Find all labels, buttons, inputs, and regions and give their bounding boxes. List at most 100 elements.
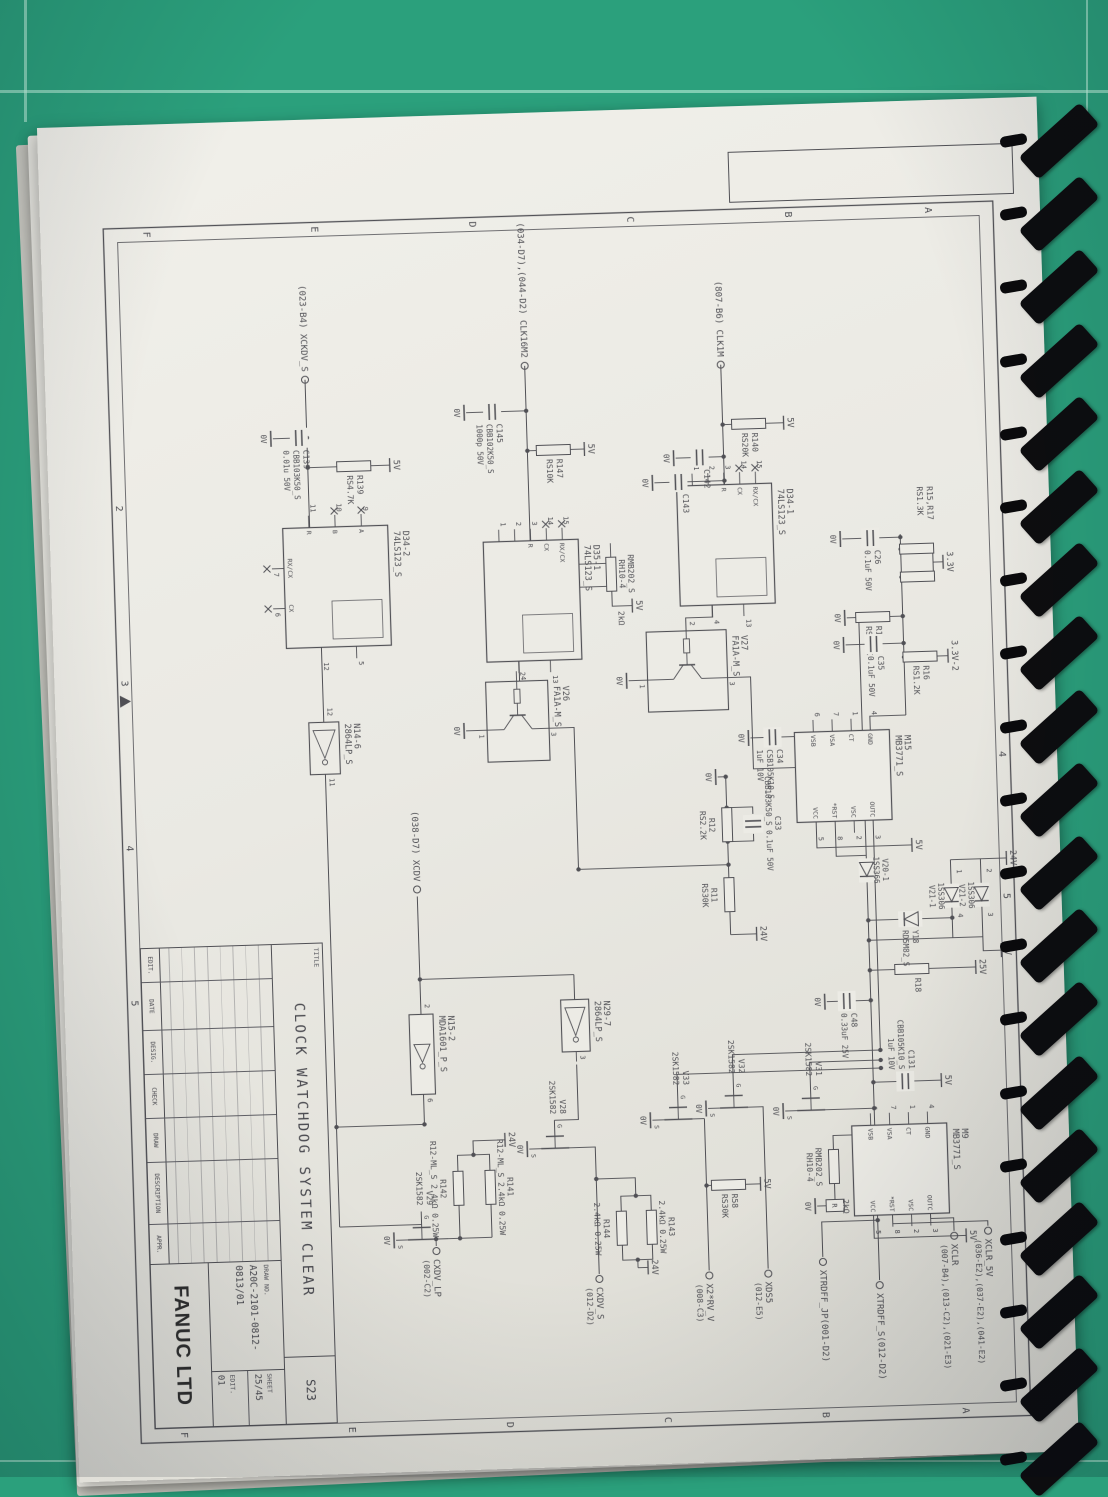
svg-text:2SK1582: 2SK1582 [547, 1080, 557, 1114]
svg-text:1SS366: 1SS366 [871, 856, 881, 884]
svg-text:VSA: VSA [885, 1128, 893, 1140]
svg-text:4: 4 [927, 1104, 935, 1108]
svg-text:3: 3 [986, 912, 994, 916]
svg-text:VCC: VCC [869, 1200, 877, 1212]
schem-pwr-5V: 5V [380, 458, 401, 473]
svg-text:C: C [624, 216, 635, 222]
schem-w [596, 1178, 636, 1197]
schem-pwr-3.3V-2: 3.3V-2 [938, 640, 960, 671]
svg-text:8: 8 [893, 1229, 901, 1233]
svg-text:C131: C131 [906, 1050, 916, 1070]
svg-text:3: 3 [578, 1055, 586, 1059]
svg-text:74LS123_S: 74LS123_S [775, 489, 786, 535]
svg-text:1: 1 [498, 522, 506, 526]
schem-term-XDS5: XDS5(012-E5) [753, 1270, 774, 1321]
svg-text:(012-D2): (012-D2) [585, 1287, 595, 1326]
svg-text:(012-E5): (012-E5) [754, 1282, 764, 1321]
svg-text:2kΩ: 2kΩ [616, 611, 625, 626]
schem-d [334, 1125, 339, 1130]
svg-text:*RST: *RST [887, 1196, 895, 1212]
svg-text:2: 2 [855, 835, 863, 839]
schem-gnd: 0V [833, 610, 845, 626]
svg-text:24V: 24V [1007, 850, 1017, 866]
svg-text:RS1.3K: RS1.3K [915, 486, 925, 515]
schem-pwr-5V: 5V [902, 838, 923, 853]
schem-gnd: 0V [661, 450, 673, 466]
svg-text:4: 4 [712, 620, 720, 624]
svg-text:GND: GND [923, 1126, 931, 1138]
svg-text:5V: 5V [913, 839, 923, 850]
schem-gnd: 0V [771, 1103, 783, 1119]
draw-no-label: DRAW NO. [262, 1264, 271, 1296]
svg-text:0V: 0V [662, 454, 671, 464]
svg-text:(038-D7) XCDV: (038-D7) XCDV [409, 811, 421, 882]
svg-text:(034-D7),(044-D2) CLK16M2: (034-D7),(044-D2) CLK16M2 [514, 222, 528, 358]
svg-text:3: 3 [728, 681, 736, 685]
svg-text:MB3771_S: MB3771_S [892, 735, 903, 776]
svg-text:R141: R141 [505, 1177, 515, 1197]
svg-text:3: 3 [931, 1228, 939, 1232]
svg-text:R58: R58 [730, 1194, 739, 1209]
schem-w [677, 1068, 881, 1091]
svg-text:2: 2 [518, 672, 526, 676]
schem-term-CXDV_LP: CXDV_LP(002-C2) [421, 1247, 442, 1298]
rev-column-appr: APPR. [149, 1221, 280, 1264]
svg-text:G: G [679, 1095, 687, 1099]
schem-w [833, 1135, 852, 1150]
svg-text:2: 2 [423, 1004, 431, 1008]
rev-column-header: DESIG. [143, 1031, 163, 1075]
schem-pwr-5V: 5V [773, 415, 794, 430]
svg-text:24V: 24V [649, 1259, 659, 1275]
schem-w [654, 481, 724, 483]
svg-text:7: 7 [832, 712, 840, 716]
svg-text:OUTC: OUTC [868, 801, 876, 817]
sheet-value: 25/45 [252, 1374, 264, 1422]
svg-text:15: 15 [562, 516, 570, 525]
rev-column-edit: EDIT. [141, 945, 272, 983]
schem-pwr-24V: 24V [638, 1259, 659, 1275]
schem-w [950, 860, 951, 884]
svg-text:0V: 0V [803, 1202, 812, 1212]
schem-d [524, 409, 529, 414]
drawing-number-row: DRAW NO. A20C-2101-0812- 0813/01 SHEET 2… [208, 1261, 286, 1426]
svg-text:RMB202_S: RMB202_S [813, 1148, 823, 1187]
svg-text:0V: 0V [640, 478, 649, 488]
svg-text:A: A [922, 207, 933, 213]
svg-text:S: S [529, 1154, 537, 1158]
svg-text:R139: R139 [355, 475, 365, 495]
svg-text:CBB105K10_S: CBB105K10_S [895, 1020, 906, 1070]
schem-term-XTRDFF_S(012-D2): XTRDFF_S(012-D2) [874, 1282, 887, 1380]
schem-d [898, 535, 903, 540]
svg-text:B: B [820, 1412, 831, 1418]
svg-text:12: 12 [325, 708, 333, 717]
svg-text:5V: 5V [585, 444, 595, 455]
svg-text:(002-C2): (002-C2) [422, 1259, 432, 1298]
svg-text:2: 2 [985, 868, 993, 872]
svg-text:11: 11 [308, 504, 316, 513]
svg-text:3: 3 [874, 835, 882, 839]
svg-text:XCLR: XCLR [948, 1244, 959, 1267]
schem-w [980, 859, 981, 883]
schem-w [559, 723, 728, 870]
schem-w [953, 937, 983, 938]
schem-w [874, 1213, 957, 1239]
svg-text:1SS306: 1SS306 [966, 881, 976, 909]
schem-pwr-5V: 5V [931, 1073, 952, 1088]
svg-text:0.1uF 50V: 0.1uF 50V [866, 656, 876, 697]
svg-text:R140: R140 [750, 433, 760, 453]
schem-w [525, 366, 530, 541]
schem-x: 2kΩ [616, 611, 625, 626]
svg-text:0V: 0V [813, 997, 822, 1007]
svg-text:M9: M9 [959, 1128, 969, 1139]
schem-nc [265, 605, 272, 612]
